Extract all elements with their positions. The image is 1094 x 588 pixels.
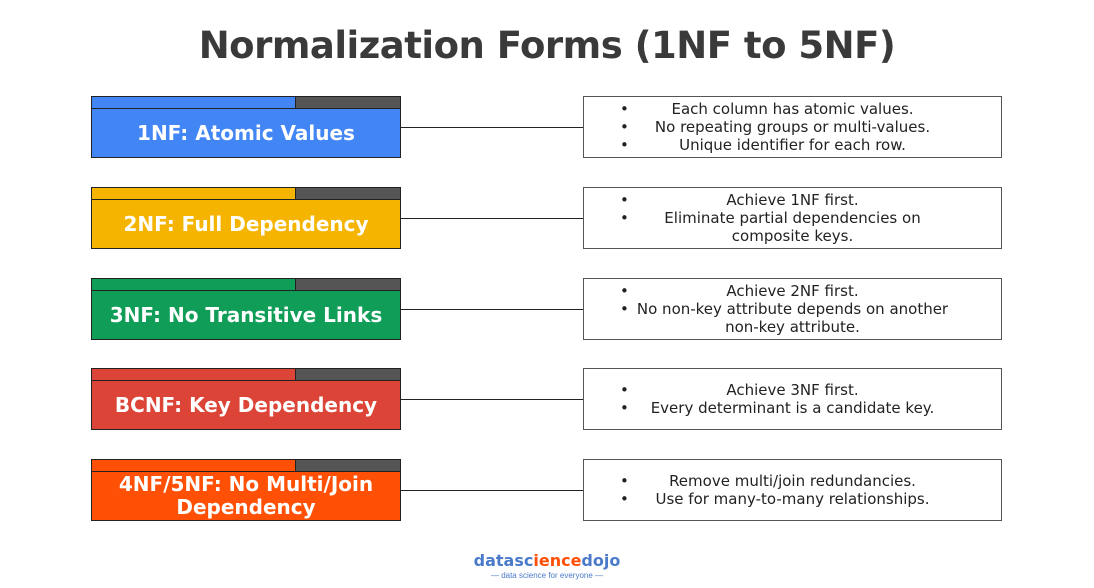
point-text: Remove multi/join redundancies. <box>669 472 916 490</box>
description-point: • Remove multi/join redundancies. <box>584 472 1001 490</box>
logo-tagline: — data science for everyone — <box>490 571 604 580</box>
point-text: Use for many-to-many relationships. <box>655 490 930 508</box>
connector-line <box>401 218 583 219</box>
description-point: • Unique identifier for each row. <box>584 136 1001 154</box>
description-point: • Each column has atomic values. <box>584 100 1001 118</box>
connector-line <box>401 399 583 400</box>
diagram-title: Normalization Forms (1NF to 5NF) <box>198 24 896 67</box>
normal-form-row: 1NF: Atomic Values • Each column has atom… <box>0 96 1094 160</box>
point-text: Achieve 3NF first. <box>726 381 859 399</box>
bullet-icon: • <box>620 191 629 209</box>
form-box: 4NF/5NF: No Multi/Join Dependency <box>91 459 401 521</box>
bullet-icon: • <box>620 381 629 399</box>
logo-text: ie <box>533 551 550 570</box>
normal-form-row: BCNF: Key Dependency • Achieve 3NF first.… <box>0 368 1094 432</box>
description-box: • Achieve 1NF first. • Eliminate partial de… <box>583 187 1002 249</box>
form-label: 4NF/5NF: No Multi/Join Dependency <box>118 472 374 519</box>
bullet-icon: • <box>620 136 629 154</box>
bullet-icon: • <box>620 100 629 118</box>
box-tab <box>92 369 400 381</box>
box-tab <box>92 460 400 472</box>
description-point: • No repeating groups or multi-values. <box>584 118 1001 136</box>
point-text: Each column has atomic values. <box>671 100 914 118</box>
bullet-icon: • <box>620 490 629 508</box>
bullet-icon: • <box>620 209 629 227</box>
form-label: 3NF: No Transitive Links <box>109 302 383 327</box>
bullet-icon: • <box>620 118 629 136</box>
bullet-icon: • <box>620 399 629 417</box>
brand-logo: datasciencedojo — data science for every… <box>0 551 1094 580</box>
description-box: • Remove multi/join redundancies. • Use for… <box>583 459 1002 521</box>
description-box: • Achieve 3NF first. • Every determinant is… <box>583 368 1002 430</box>
description-point: • Achieve 1NF first. <box>584 191 1001 209</box>
form-label: BCNF: Key Dependency <box>114 392 378 417</box>
connector-line <box>401 127 583 128</box>
form-box: 1NF: Atomic Values <box>91 96 401 158</box>
form-box: BCNF: Key Dependency <box>91 368 401 430</box>
normal-form-row: 4NF/5NF: No Multi/Join Dependency • Remov… <box>0 459 1094 523</box>
description-box: • Achieve 2NF first. • No non-key attribute… <box>583 278 1002 340</box>
bullet-icon: • <box>620 472 629 490</box>
point-text: No repeating groups or multi-values. <box>654 118 931 136</box>
description-point: • Every determinant is a candidate key. <box>584 399 1001 417</box>
point-text: Eliminate partial dependencies on compos… <box>664 209 921 245</box>
logo-text: nce <box>549 551 582 570</box>
bullet-icon: • <box>620 300 629 318</box>
description-point: • No non-key attribute depends on another… <box>584 300 1001 336</box>
description-box: • Each column has atomic values. • No repea… <box>583 96 1002 158</box>
form-label: 1NF: Atomic Values <box>137 120 355 145</box>
form-label: 2NF: Full Dependency <box>123 211 369 236</box>
point-text: Unique identifier for each row. <box>679 136 906 154</box>
form-box: 3NF: No Transitive Links <box>91 278 401 340</box>
box-tab <box>92 279 400 291</box>
form-box: 2NF: Full Dependency <box>91 187 401 249</box>
logo-text: datasc <box>473 551 534 570</box>
description-point: • Eliminate partial dependencies on compo… <box>584 209 1001 245</box>
normal-form-row: 2NF: Full Dependency • Achieve 1NF first.… <box>0 187 1094 251</box>
connector-line <box>401 490 583 491</box>
description-point: • Achieve 3NF first. <box>584 381 1001 399</box>
point-text: Achieve 2NF first. <box>726 282 859 300</box>
tagline-text: data science for everyone <box>501 571 593 580</box>
connector-line <box>401 309 583 310</box>
point-text: No non-key attribute depends on another … <box>636 300 949 336</box>
point-text: Every determinant is a candidate key. <box>650 399 935 417</box>
box-tab <box>92 188 400 200</box>
point-text: Achieve 1NF first. <box>726 191 859 209</box>
bullet-icon: • <box>620 282 629 300</box>
description-point: • Use for many-to-many relationships. <box>584 490 1001 508</box>
normal-form-row: 3NF: No Transitive Links • Achieve 2NF fi… <box>0 278 1094 342</box>
box-tab <box>92 97 400 109</box>
description-point: • Achieve 2NF first. <box>584 282 1001 300</box>
logo-text: dojo <box>581 551 621 570</box>
